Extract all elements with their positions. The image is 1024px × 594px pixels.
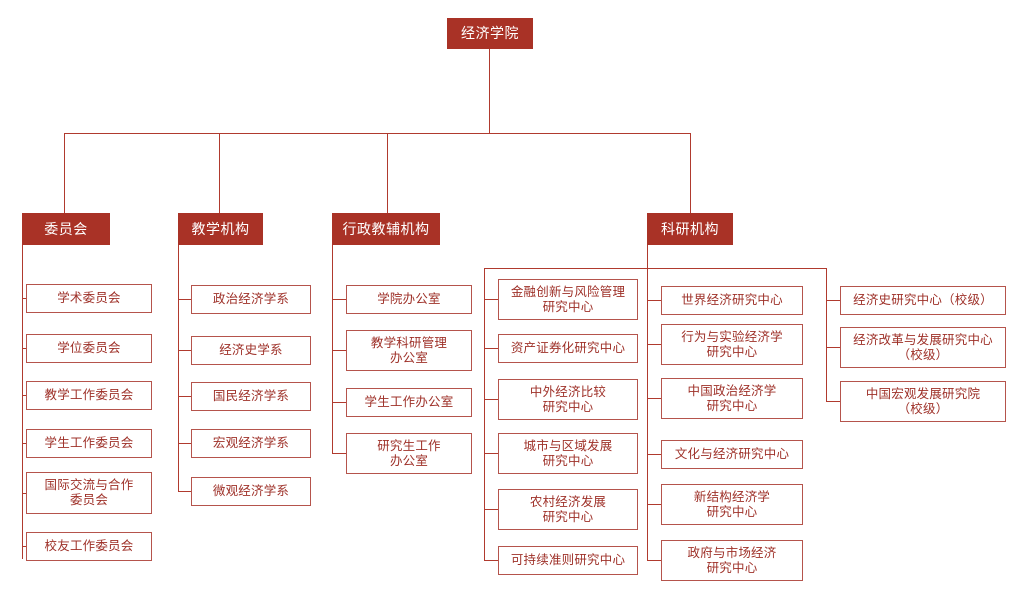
node-committee-alumni-affairs[interactable]: 校友工作委员会 [26, 532, 152, 561]
node-center-behavioral-experimental-economics[interactable]: 行为与实验经济学 研究中心 [661, 324, 803, 365]
connector-drop-teaching [219, 133, 220, 213]
stub-administrative-1 [332, 350, 346, 351]
stub-research-c-0 [826, 300, 840, 301]
node-institute-china-macro-development-university-level[interactable]: 中国宏观发展研究院 （校级） [840, 381, 1006, 422]
stub-research-c-1 [826, 347, 840, 348]
node-center-urban-regional-development[interactable]: 城市与区域发展 研究中心 [498, 433, 638, 474]
stub-administrative-2 [332, 402, 346, 403]
connector-drop-research [690, 133, 691, 213]
stub-research-a-0 [484, 299, 498, 300]
connector-main-bus [64, 133, 691, 134]
node-center-financial-innovation-risk[interactable]: 金融创新与风险管理 研究中心 [498, 279, 638, 320]
stub-administrative-0 [332, 299, 346, 300]
spine-research-c [826, 268, 827, 401]
stub-research-a-3 [484, 453, 498, 454]
stub-research-b-1 [647, 344, 661, 345]
node-group-committees[interactable]: 委员会 [22, 213, 110, 245]
node-office-graduate-affairs[interactable]: 研究生工作 办公室 [346, 433, 472, 474]
spine-administrative [332, 245, 333, 453]
node-center-asset-securitization[interactable]: 资产证券化研究中心 [498, 334, 638, 363]
stub-teaching-0 [178, 299, 191, 300]
node-committee-international-exchange[interactable]: 国际交流与合作 委员会 [26, 472, 152, 514]
node-center-economic-history-university-level[interactable]: 经济史研究中心（校级） [840, 286, 1006, 315]
node-office-student-affairs[interactable]: 学生工作办公室 [346, 388, 472, 417]
node-committee-teaching-affairs[interactable]: 教学工作委员会 [26, 381, 152, 410]
stub-administrative-3 [332, 453, 346, 454]
stub-research-a-2 [484, 399, 498, 400]
node-dept-political-economy[interactable]: 政治经济学系 [191, 285, 311, 314]
connector-root-stem [489, 48, 490, 133]
node-root-school[interactable]: 经济学院 [447, 18, 533, 49]
node-dept-microeconomics[interactable]: 微观经济学系 [191, 477, 311, 506]
stub-research-b-3 [647, 454, 661, 455]
stub-research-b-4 [647, 504, 661, 505]
node-dept-national-economy[interactable]: 国民经济学系 [191, 382, 311, 411]
connector-drop-administrative [387, 133, 388, 213]
spine-teaching [178, 245, 179, 491]
node-center-culture-economy[interactable]: 文化与经济研究中心 [661, 440, 803, 469]
node-center-new-structural-economics[interactable]: 新结构经济学 研究中心 [661, 484, 803, 525]
node-group-teaching[interactable]: 教学机构 [178, 213, 263, 245]
node-group-administrative[interactable]: 行政教辅机构 [332, 213, 440, 245]
stub-research-b-2 [647, 398, 661, 399]
node-office-college[interactable]: 学院办公室 [346, 285, 472, 314]
node-center-economic-reform-development-university-level[interactable]: 经济改革与发展研究中心 （校级） [840, 327, 1006, 368]
connector-research-stem [647, 245, 648, 268]
stub-research-b-0 [647, 300, 661, 301]
node-center-government-market-economy[interactable]: 政府与市场经济 研究中心 [661, 540, 803, 581]
stub-research-c-2 [826, 401, 840, 402]
spine-research-a [484, 268, 485, 560]
node-dept-macroeconomics[interactable]: 宏观经济学系 [191, 429, 311, 458]
stub-teaching-2 [178, 396, 191, 397]
stub-teaching-4 [178, 491, 191, 492]
stub-research-a-5 [484, 560, 498, 561]
node-group-research[interactable]: 科研机构 [647, 213, 733, 245]
stub-research-a-4 [484, 509, 498, 510]
stub-research-b-5 [647, 560, 661, 561]
node-center-world-economy[interactable]: 世界经济研究中心 [661, 286, 803, 315]
node-committee-academic[interactable]: 学术委员会 [26, 284, 152, 313]
node-center-rural-economic-development[interactable]: 农村经济发展 研究中心 [498, 489, 638, 530]
stub-teaching-3 [178, 443, 191, 444]
connector-research-bus [484, 268, 827, 269]
node-committee-student-affairs[interactable]: 学生工作委员会 [26, 429, 152, 458]
node-committee-degree[interactable]: 学位委员会 [26, 334, 152, 363]
node-center-china-foreign-economic-comparison[interactable]: 中外经济比较 研究中心 [498, 379, 638, 420]
stub-research-a-1 [484, 348, 498, 349]
node-office-teaching-research-management[interactable]: 教学科研管理 办公室 [346, 330, 472, 371]
spine-research-b [647, 268, 648, 560]
stub-teaching-1 [178, 350, 191, 351]
spine-committees [22, 245, 23, 559]
connector-drop-committees [64, 133, 65, 213]
node-dept-economic-history[interactable]: 经济史学系 [191, 336, 311, 365]
node-center-china-political-economy[interactable]: 中国政治经济学 研究中心 [661, 378, 803, 419]
node-center-sustainability-standards[interactable]: 可持续准则研究中心 [498, 546, 638, 575]
